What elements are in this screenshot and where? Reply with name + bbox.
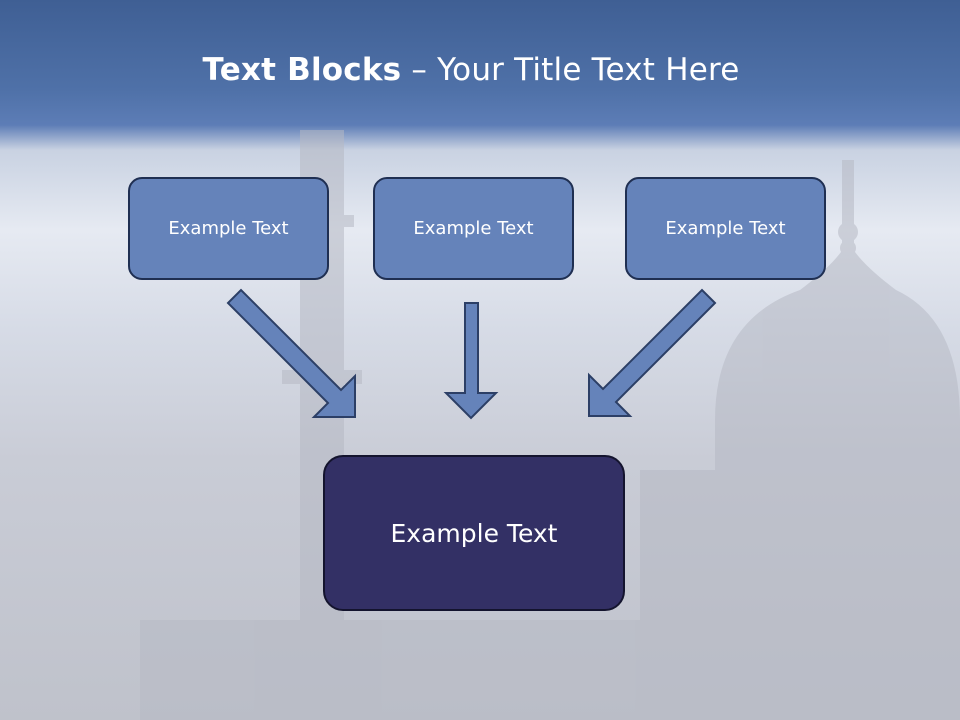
- text-block-main: Example Text: [323, 455, 625, 611]
- arrow-right: [588, 288, 717, 417]
- text-block-2: Example Text: [373, 177, 574, 280]
- text-block-1: Example Text: [128, 177, 329, 280]
- text-block-3: Example Text: [625, 177, 826, 280]
- title-separator: –: [401, 52, 438, 88]
- arrow-center: [443, 302, 499, 420]
- slide-title: Text Blocks – Your Title Text Here: [0, 52, 942, 88]
- title-bold: Text Blocks: [202, 52, 402, 88]
- arrow-left: [226, 288, 356, 418]
- title-rest: Your Title Text Here: [437, 52, 740, 88]
